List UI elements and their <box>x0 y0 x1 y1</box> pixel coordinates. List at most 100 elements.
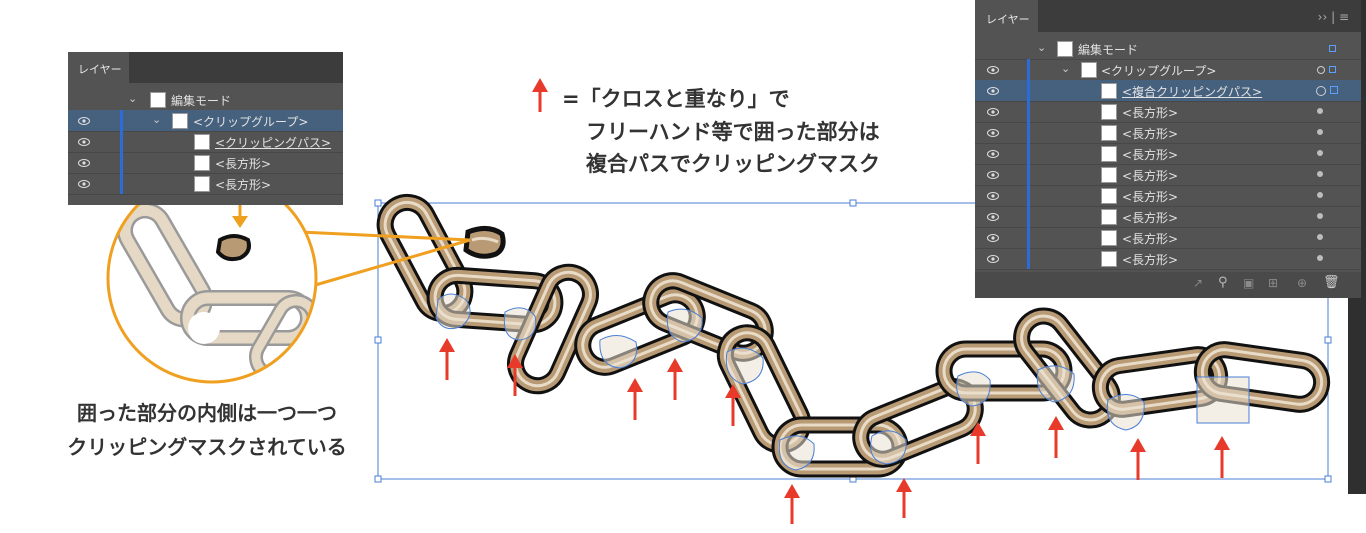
eye-icon[interactable] <box>987 129 999 137</box>
layer-thumbnail <box>1101 146 1117 162</box>
annotation-top-line3: 複合パスでクリッピングマスク <box>586 152 880 177</box>
target-circle-icon[interactable] <box>1317 171 1323 177</box>
chevron-down-icon[interactable]: ⌄ <box>152 113 162 126</box>
chevron-down-icon[interactable]: ⌄ <box>1061 62 1071 75</box>
layer-row[interactable]: <長方形> <box>975 164 1361 186</box>
chevron-down-icon[interactable]: ⌄ <box>1037 41 1047 54</box>
magnifier-callout <box>106 172 318 384</box>
layer-row[interactable]: <長方形> <box>975 227 1361 249</box>
tab-layers-label: レイヤー <box>986 13 1030 26</box>
trash-icon[interactable]: 🗑 <box>1323 275 1340 290</box>
layer-label: <長方形> <box>1122 169 1179 183</box>
target-circle-icon[interactable] <box>1317 150 1323 156</box>
cut-piece <box>463 226 506 259</box>
panel-tabbar <box>975 0 1361 32</box>
target-circle-icon[interactable] <box>1317 129 1323 135</box>
target-circle-icon[interactable] <box>1317 192 1323 198</box>
search-icon[interactable]: ⚲ <box>1218 275 1228 290</box>
layer-label: <長方形> <box>1122 190 1179 204</box>
layer-thumbnail <box>1101 209 1117 225</box>
layer-row[interactable]: <複合クリッピングパス> <box>975 80 1361 102</box>
panel-menu-button[interactable]: ›› | ≡ <box>1317 10 1349 24</box>
eye-icon[interactable] <box>78 159 90 167</box>
tab-layers[interactable]: レイヤー <box>975 0 1038 34</box>
eye-icon[interactable] <box>987 171 999 179</box>
target-circle-icon[interactable] <box>1316 86 1326 96</box>
layer-color-bar <box>120 173 123 194</box>
selection-indicator[interactable] <box>1329 66 1336 73</box>
layer-thumbnail <box>150 92 166 108</box>
eye-icon[interactable] <box>987 108 999 116</box>
eye-icon[interactable] <box>987 234 999 242</box>
target-circle-icon[interactable] <box>1317 213 1323 219</box>
eye-icon[interactable] <box>987 192 999 200</box>
eye-icon[interactable] <box>987 66 999 74</box>
layer-thumbnail <box>1101 230 1117 246</box>
callout-wedge <box>299 230 471 288</box>
eye-icon[interactable] <box>987 255 999 263</box>
layer-row[interactable]: <クリッピングパス> <box>68 131 343 153</box>
layer-row[interactable]: <長方形> <box>975 143 1361 165</box>
layer-label: <長方形> <box>1122 127 1179 141</box>
layer-label: <クリップグループ> <box>1101 64 1217 78</box>
layer-row[interactable]: <長方形> <box>975 122 1361 144</box>
annotation-top-line1: =「クロスと重なり」で <box>562 87 790 111</box>
eye-icon[interactable] <box>78 180 90 188</box>
layer-color-bar <box>1027 101 1030 122</box>
layer-thumbnail <box>1101 125 1117 141</box>
layer-color-bar <box>1027 248 1030 269</box>
layer-thumbnail <box>194 155 210 171</box>
layer-color-bar <box>1027 122 1030 143</box>
layer-row[interactable]: <長方形> <box>68 173 343 195</box>
annotation-top-line2: フリーハンド等で囲った部分は <box>586 119 880 144</box>
clip-outlines <box>435 293 1250 471</box>
layer-row[interactable]: <長方形> <box>975 101 1361 123</box>
tab-layers[interactable]: レイヤー <box>68 52 129 85</box>
layer-row[interactable]: ⌄ <クリップグループ> <box>68 110 343 132</box>
new-sublayer-icon[interactable]: ⊞ <box>1268 276 1279 290</box>
target-circle-icon[interactable] <box>1317 255 1323 261</box>
clip-icon[interactable]: ▣ <box>1243 276 1255 290</box>
annotation-left: 囲った部分の内側は一つ一つ クリッピングマスクされている <box>42 396 372 464</box>
layer-row[interactable]: <長方形> <box>975 185 1361 207</box>
layer-label: <長方形> <box>1122 211 1179 225</box>
eye-icon[interactable] <box>987 87 999 95</box>
chevron-down-icon[interactable]: ⌄ <box>128 92 138 105</box>
target-circle-icon[interactable] <box>1317 108 1323 114</box>
layer-row[interactable]: <長方形> <box>975 248 1361 270</box>
eye-icon[interactable] <box>987 213 999 221</box>
layer-label: 編集モード <box>171 94 232 108</box>
layer-label: <複合クリッピングパス> <box>1122 85 1263 99</box>
eye-icon[interactable] <box>987 150 999 158</box>
target-circle-icon[interactable] <box>1317 234 1323 240</box>
layer-color-bar <box>1027 80 1030 101</box>
layer-row[interactable]: ⌄ 編集モード <box>68 89 343 111</box>
selection-indicator[interactable] <box>1329 45 1336 52</box>
layer-thumbnail <box>1101 251 1117 267</box>
layers-panel-large: レイヤー ›› | ≡ ⌄ 編集モード ⌄ <クリップグループ> <複合クリッピ… <box>975 0 1361 298</box>
layer-color-bar <box>120 131 123 152</box>
layer-row[interactable]: ⌄ <クリップグループ> <box>975 59 1361 81</box>
eye-icon[interactable] <box>78 117 90 125</box>
layer-color-bar <box>1027 164 1030 185</box>
layer-thumbnail <box>1101 104 1117 120</box>
annotation-top: =「クロスと重なり」で フリーハンド等で囲った部分は 複合パスでクリッピングマス… <box>562 83 880 181</box>
tab-layers-label: レイヤー <box>78 63 122 76</box>
layer-color-bar <box>1027 206 1030 227</box>
export-icon[interactable]: ↗ <box>1193 276 1204 290</box>
layer-thumbnail <box>194 134 210 150</box>
layer-thumbnail <box>1101 83 1117 99</box>
layer-label: <長方形> <box>1122 148 1179 162</box>
layer-label: <長方形> <box>1122 232 1179 246</box>
selection-indicator[interactable] <box>1330 86 1338 94</box>
annotation-left-line2: クリッピングマスクされている <box>67 435 347 459</box>
new-layer-icon[interactable]: ⊕ <box>1297 276 1308 290</box>
layer-color-bar <box>1027 59 1030 80</box>
layer-row[interactable]: <長方形> <box>68 152 343 174</box>
layer-row[interactable]: <長方形> <box>975 206 1361 228</box>
layer-row[interactable]: ⌄ 編集モード <box>975 38 1361 60</box>
eye-icon[interactable] <box>78 138 90 146</box>
target-circle-icon[interactable] <box>1317 66 1325 74</box>
layer-color-bar <box>1027 143 1030 164</box>
layer-label: <クリッピングパス> <box>215 136 332 150</box>
